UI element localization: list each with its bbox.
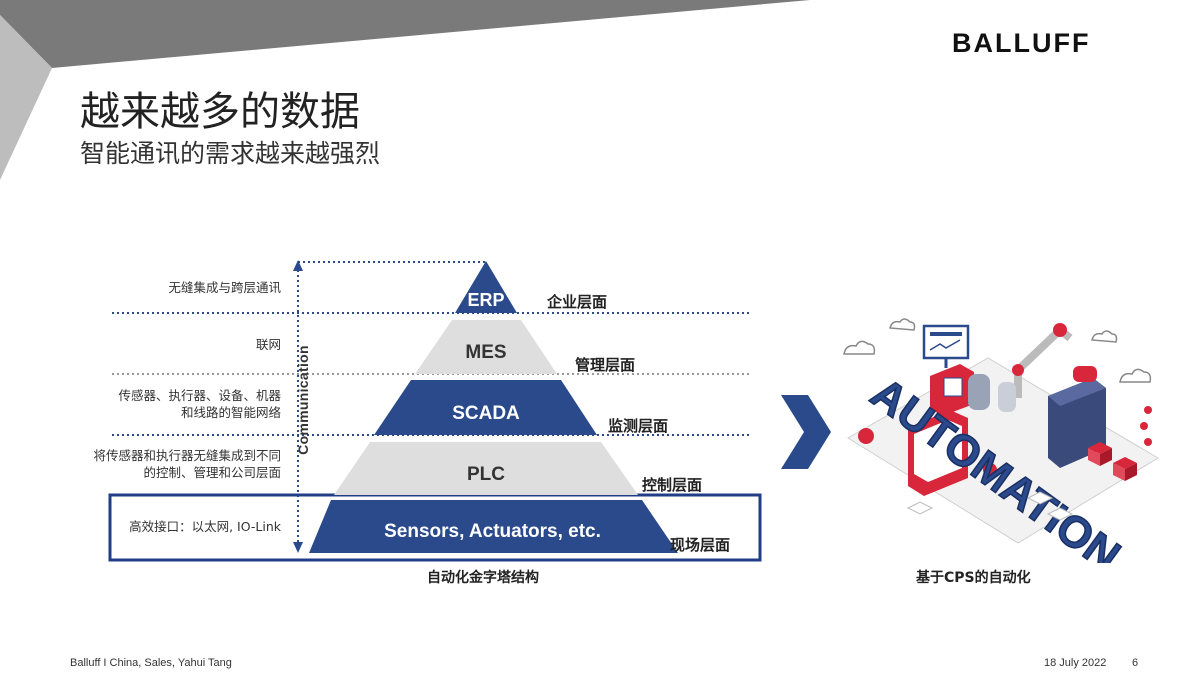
level-desc-scada: 传感器、执行器、设备、机器 和线路的智能网络	[118, 388, 281, 420]
level-name-erp: 企业层面	[547, 293, 608, 311]
footer-page-number: 6	[1132, 657, 1139, 669]
automation-illustration: AUTOMATION	[843, 318, 1159, 563]
balluff-logo: BALLUFF	[952, 28, 1091, 58]
level-name-mes: 管理层面	[575, 356, 636, 374]
tier-erp	[455, 261, 517, 313]
scada-label: SCADA	[452, 403, 520, 424]
communication-axis-label: Communication	[295, 345, 311, 455]
level-desc-plc: 将传感器和执行器无缝集成到不同 的控制、管理和公司层面	[93, 448, 281, 480]
level-name-sensors: 现场层面	[670, 536, 731, 554]
pyramid-caption: 自动化金字塔结构	[427, 570, 539, 586]
tier-plc	[334, 442, 638, 495]
page-title: 越来越多的数据	[80, 89, 360, 135]
tier-mes	[415, 320, 557, 374]
level-name-scada: 监测层面	[608, 417, 669, 435]
level-desc-mes: 联网	[255, 337, 281, 352]
illustration-caption: 基于CPS的自动化	[916, 570, 1031, 586]
level-desc-sensors: 高效接口：以太网, IO-Link	[129, 519, 281, 534]
sensors-label: Sensors, Actuators, etc.	[384, 521, 601, 542]
erp-label: ERP	[467, 290, 505, 310]
level-desc-erp: 无缝集成与跨层通讯	[168, 280, 281, 295]
tier-scada	[374, 380, 597, 435]
level-name-plc: 控制层面	[642, 476, 703, 494]
tier-sensors	[309, 500, 678, 553]
footer-left: Balluff I China, Sales, Yahui Tang	[70, 657, 232, 669]
footer-date: 18 July 2022	[1044, 657, 1107, 669]
arrow-right-icon	[781, 395, 831, 469]
mes-label: MES	[465, 342, 507, 363]
plc-label: PLC	[467, 464, 505, 485]
page-subtitle: 智能通讯的需求越来越强烈	[80, 139, 381, 168]
